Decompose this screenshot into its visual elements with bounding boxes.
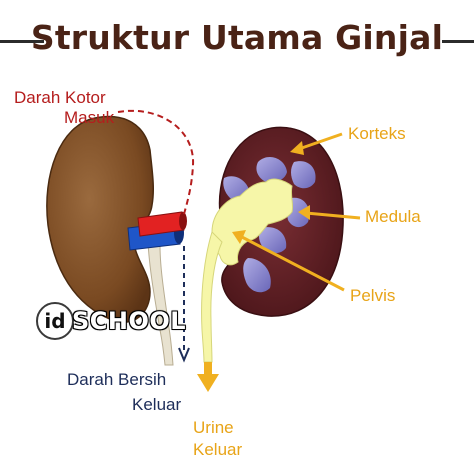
pointer-korteks [290, 132, 343, 155]
pointer-pelvis [232, 230, 345, 292]
logo-mark: id [36, 302, 74, 340]
label-medula: Medula [365, 207, 421, 226]
blood-in-path [117, 109, 195, 215]
urine-arrow [197, 362, 219, 392]
ureter-right [201, 231, 223, 363]
renal-artery-end [179, 212, 187, 230]
label-keluar-darah: Keluar [132, 395, 182, 414]
logo-word: SCHOOL [72, 307, 187, 335]
medulla-pyramids [223, 157, 316, 293]
outer-kidney [46, 115, 154, 323]
ureter-left [147, 242, 174, 366]
label-korteks: Korteks [348, 124, 406, 143]
page-title: Struktur Utama Ginjal [30, 18, 444, 57]
pointer-medula [298, 205, 361, 220]
label-darah-bersih: Darah Bersih [67, 370, 167, 389]
renal-pelvis [211, 178, 294, 266]
blood-out-arrowhead [178, 347, 190, 363]
label-urine: Urine [193, 418, 234, 437]
label-masuk: Masuk [64, 108, 115, 127]
renal-artery [137, 211, 185, 237]
title-rule-left [0, 40, 44, 43]
label-darah-kotor: Darah Kotor [14, 88, 106, 107]
label-pelvis: Pelvis [350, 286, 396, 305]
label-keluar-urine: Keluar [193, 440, 243, 459]
title-rule-right [442, 40, 474, 43]
